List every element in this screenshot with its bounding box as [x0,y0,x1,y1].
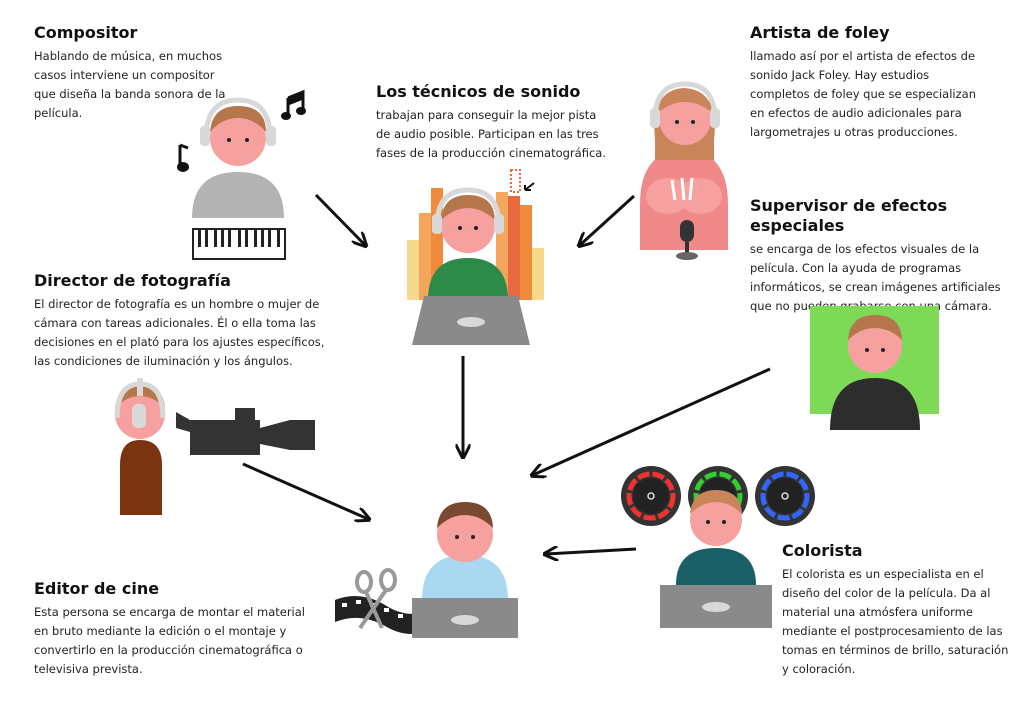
director-title: Director de fotografía [34,271,231,290]
foley-block: Artista de foley llamado así por el arti… [750,23,1010,142]
editor-desc: Esta persona se encarga de montar el mat… [34,605,305,676]
arrow-supervisor-to-editor [533,367,771,475]
color-wheel-icon [755,466,815,526]
foley-desc: llamado así por el artista de efectos de… [750,49,976,139]
compositor-figure [177,89,306,260]
flow-arrows [242,193,771,554]
compositor-desc: Hablando de música, en muchos casos inte… [34,49,226,120]
colorista-block: Colorista El colorista es un especialist… [782,541,1020,679]
arrow-foley-to-tecnicos [580,194,636,245]
tecnicos-figure [407,169,544,345]
music-note-icon [281,89,306,120]
foley-figure [640,81,728,260]
scissors-icon [355,568,397,630]
color-wheel-icon [621,466,681,526]
arrow-colorista-to-editor [546,549,637,554]
tecnicos-title: Los técnicos de sonido [376,82,581,101]
editor-block: Editor de cine Esta persona se encarga d… [34,579,334,679]
foley-title: Artista de foley [750,23,890,42]
supervisor-figure [810,306,939,430]
director-figure [114,378,315,515]
colorista-title: Colorista [782,541,863,560]
tecnicos-desc: trabajan para conseguir la mejor pista d… [376,108,606,160]
editor-figure [335,502,518,638]
editor-title: Editor de cine [34,579,160,598]
director-block: Director de fotografía El director de fo… [34,271,344,371]
compositor-title: Compositor [34,23,138,42]
compositor-block: Compositor Hablando de música, en muchos… [34,23,254,123]
film-camera-icon [176,408,315,455]
colorista-figure [621,466,815,628]
arrow-director-to-editor [242,462,368,519]
microphone-icon [676,220,698,260]
arrow-compositor-to-tecnicos [314,193,365,245]
tecnicos-block: Los técnicos de sonido trabajan para con… [376,82,626,163]
supervisor-title: Supervisor de efectos especiales [750,196,948,235]
director-desc: El director de fotografía es un hombre o… [34,297,325,368]
colorista-desc: El colorista es un especialista en el di… [782,567,1009,676]
